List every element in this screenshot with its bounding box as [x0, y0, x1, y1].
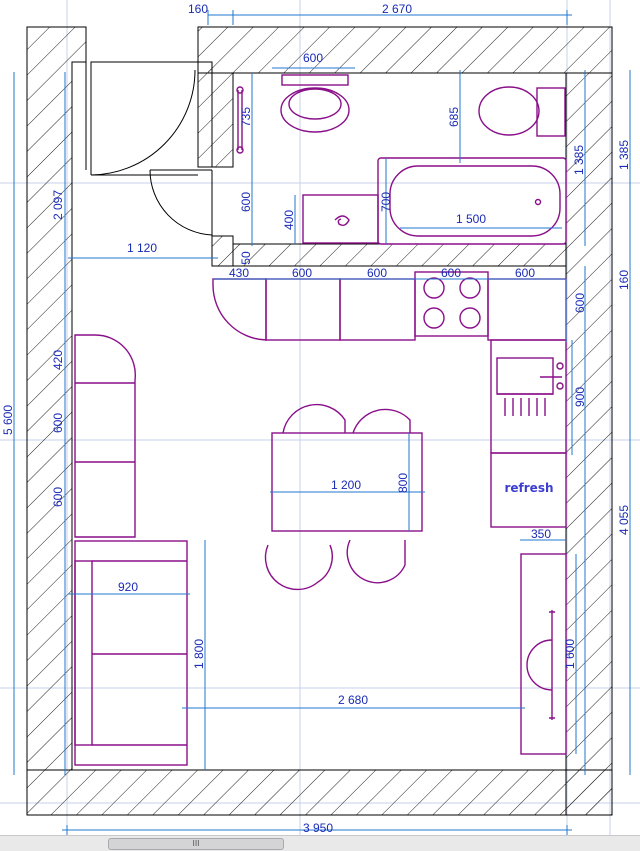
- dim-bath-1500: 1 500: [456, 212, 486, 226]
- dim-sofa-920: 920: [118, 580, 138, 594]
- dim-sink-600: 600: [239, 192, 253, 212]
- dim-tv-1600: 1 600: [563, 639, 577, 669]
- room-outline: [71, 61, 566, 771]
- counter-a: [265, 278, 341, 341]
- counter-b: [339, 278, 416, 341]
- dim-kitchen-600d: 600: [515, 266, 535, 280]
- dim-top-2670: 2 670: [382, 2, 412, 16]
- dim-wall-50: 50: [239, 251, 253, 265]
- dim-left-5600: 5 600: [1, 405, 15, 435]
- dim-sofa-1800: 1 800: [192, 639, 206, 669]
- dimension-lines: [13, 10, 631, 835]
- top-right-wall: [197, 26, 613, 74]
- wash-basin: [302, 194, 379, 244]
- dim-left-2097: 2 097: [51, 190, 65, 220]
- dim-hall-1120: 1 120: [127, 241, 157, 255]
- dim-table-1200: 1 200: [331, 478, 361, 492]
- counter-d: [487, 278, 567, 341]
- dim-kitchen-600a: 600: [292, 266, 312, 280]
- bathroom-door: [149, 169, 213, 236]
- dim-bath-700: 700: [379, 192, 393, 212]
- dim-left-600a: 600: [51, 413, 65, 433]
- left-wall: [26, 26, 87, 771]
- dim-tv-350: 350: [531, 527, 551, 541]
- dim-left-420: 420: [51, 350, 65, 370]
- toilet: [280, 74, 350, 133]
- corner-counter: [212, 278, 267, 341]
- dim-toilet-600: 600: [303, 51, 323, 65]
- dim-top-160: 160: [188, 2, 208, 16]
- grip-icon: III: [192, 839, 200, 848]
- dim-table-800: 800: [396, 473, 410, 493]
- kitchen-sink: [490, 339, 567, 454]
- dim-right-4055: 4 055: [617, 505, 631, 535]
- tv-stand: [520, 553, 567, 755]
- bottom-wall: [26, 769, 613, 816]
- refresh-link[interactable]: refresh: [504, 481, 554, 495]
- dim-wc-685: 685: [447, 107, 461, 127]
- dining-table: [271, 432, 423, 532]
- dim-kitchen-600c: 600: [441, 266, 461, 280]
- entry-door: [90, 61, 198, 176]
- dim-side-900: 900: [573, 387, 587, 407]
- bathtub: [377, 157, 567, 245]
- refrigerator: [490, 452, 567, 528]
- dim-right-160: 160: [617, 270, 631, 290]
- armchair: [74, 334, 137, 538]
- dimension-labels: 160 2 670 3 950 5 600 2 097 420 600 600 …: [1, 2, 631, 835]
- wc-right: [478, 86, 566, 137]
- chair-3: [264, 544, 333, 591]
- dim-right-1385-inner: 1 385: [572, 145, 586, 175]
- door-jamb: [197, 61, 213, 168]
- dim-sink-400: 400: [282, 210, 296, 230]
- bathroom-partition: [232, 243, 567, 267]
- dim-toilet-735: 735: [239, 107, 253, 127]
- chair-1: [282, 403, 346, 434]
- dim-right-1385: 1 385: [617, 140, 631, 170]
- dim-left-600b: 600: [51, 487, 65, 507]
- dim-kitchen-430: 430: [229, 266, 249, 280]
- stove: [414, 271, 489, 337]
- towel-rail: [236, 86, 244, 154]
- chair-2: [352, 408, 411, 434]
- dim-side-600: 600: [573, 293, 587, 313]
- furniture: [74, 74, 567, 766]
- dim-room-2680: 2 680: [338, 693, 368, 707]
- dim-kitchen-600b: 600: [367, 266, 387, 280]
- dim-bottom-3950: 3 950: [303, 821, 333, 835]
- horizontal-scrollbar[interactable]: III: [0, 835, 640, 851]
- chair-4: [346, 539, 406, 584]
- right-wall: [565, 72, 613, 816]
- sofa: [74, 540, 188, 766]
- walls: [26, 26, 613, 816]
- scroll-thumb[interactable]: III: [108, 838, 284, 850]
